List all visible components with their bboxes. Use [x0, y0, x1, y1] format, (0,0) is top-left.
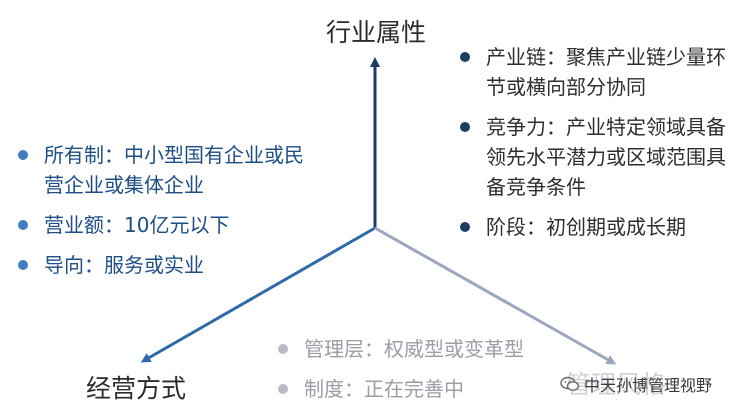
axis-arrow-left — [140, 226, 376, 363]
bullet-icon — [278, 384, 288, 394]
list-item-text: 制度：正在完善中 — [304, 377, 464, 401]
axis-label-top: 行业属性 — [326, 18, 427, 47]
list-item-text: 营业额：10亿元以下 — [44, 213, 230, 237]
list-item: 产业链：聚焦产业链少量环节或横向部分协同 — [458, 42, 740, 102]
bullet-icon — [278, 344, 288, 354]
list-item: 阶段：初创期或成长期 — [458, 212, 740, 242]
bullet-icon — [18, 150, 28, 160]
list-item: 竞争力：产业特定领域具备领先水平潜力或区域范围具备竞争条件 — [458, 112, 740, 202]
watermark-text: 中天孙博管理视野 — [584, 376, 713, 395]
list-item-text: 所有制：中小型国有企业或民营企业或集体企业 — [44, 143, 304, 197]
management-style-list: 管理层：权威型或变革型 制度：正在完善中 — [276, 334, 576, 404]
axis-arrow-right — [374, 226, 617, 365]
list-item: 导向：服务或实业 — [16, 250, 316, 280]
bullet-icon — [460, 52, 470, 62]
list-item-text: 产业链：聚焦产业链少量环节或横向部分协同 — [486, 45, 726, 99]
axis-label-right: 管理风格 — [566, 370, 667, 399]
bullet-icon — [18, 260, 28, 270]
bullet-icon — [460, 222, 470, 232]
list-item: 所有制：中小型国有企业或民营企业或集体企业 — [16, 140, 316, 200]
bullet-icon — [18, 220, 28, 230]
operation-mode-list: 所有制：中小型国有企业或民营企业或集体企业 营业额：10亿元以下 导向：服务或实… — [16, 140, 316, 280]
list-item: 制度：正在完善中 — [276, 374, 576, 404]
list-item: 营业额：10亿元以下 — [16, 210, 316, 240]
list-item-text: 管理层：权威型或变革型 — [304, 337, 524, 361]
list-item-text: 竞争力：产业特定领域具备领先水平潜力或区域范围具备竞争条件 — [486, 115, 726, 199]
wechat-icon — [560, 376, 580, 391]
list-item-text: 导向：服务或实业 — [44, 253, 204, 277]
axis-label-left: 经营方式 — [86, 374, 187, 403]
list-item-text: 阶段：初创期或成长期 — [486, 215, 686, 239]
bullet-icon — [460, 122, 470, 132]
industry-attributes-list: 产业链：聚焦产业链少量环节或横向部分协同 竞争力：产业特定领域具备领先水平潜力或… — [458, 42, 740, 242]
watermark: 中天孙博管理视野 — [560, 372, 712, 396]
list-item: 管理层：权威型或变革型 — [276, 334, 576, 364]
